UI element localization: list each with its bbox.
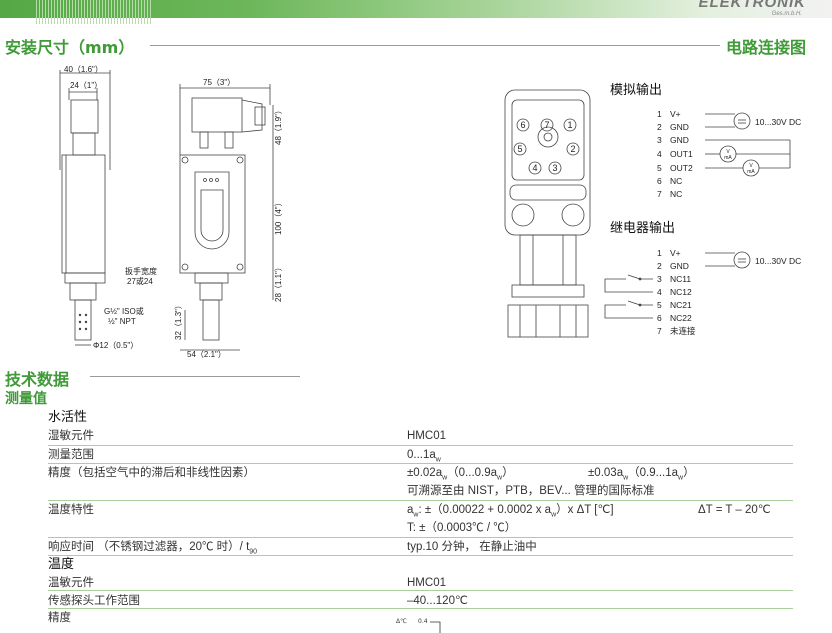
pin-7: 7	[544, 120, 549, 130]
dim-75: 75（3"）	[203, 78, 235, 87]
thread-label-1: G½" ISO或	[104, 306, 144, 316]
pin-2: 2	[570, 144, 575, 154]
meter-1-v: V	[726, 149, 730, 155]
title-rule	[150, 45, 720, 46]
svg-text:OUT2: OUT2	[670, 163, 693, 173]
svg-text:NC12: NC12	[670, 287, 692, 297]
chart-y-tick: 0.4	[418, 618, 428, 625]
dim-28: 28（1.1"）	[274, 263, 283, 302]
dim-40: 40（1.6"）	[64, 65, 103, 74]
svg-text:V+: V+	[670, 248, 681, 258]
svg-text:NC21: NC21	[670, 300, 692, 310]
svg-text:4: 4	[657, 287, 662, 297]
svg-text:5: 5	[657, 163, 662, 173]
brand-logo: ELEKTRONIK	[698, 0, 806, 11]
chart-axis	[430, 621, 441, 633]
svg-text:1: 1	[657, 109, 662, 119]
svg-text:GND: GND	[670, 122, 689, 132]
tech-rule	[90, 376, 300, 377]
brand-logo-sub: Ges.m.b.H.	[771, 11, 802, 17]
svg-text:1: 1	[657, 248, 662, 258]
measured-title: 测量值	[5, 391, 47, 407]
dim-phi12: Φ12（0.5"）	[93, 341, 138, 350]
svg-text:5: 5	[657, 300, 662, 310]
svg-text:7: 7	[657, 326, 662, 336]
relay-output-title: 继电器输出	[610, 220, 675, 235]
tech-title: 技术数据	[5, 366, 74, 390]
svg-text:6: 6	[657, 176, 662, 186]
thread-label-2: ½" NPT	[108, 317, 136, 326]
svg-text:6: 6	[657, 313, 662, 323]
svg-text:3: 3	[657, 135, 662, 145]
header-stripes	[36, 0, 151, 24]
row-divider	[48, 500, 793, 501]
dimensions-title: 安装尺寸（mm）	[5, 34, 139, 58]
connector-drawing: 6 7 1 5 2 4 3	[504, 89, 591, 338]
svg-text:3: 3	[657, 274, 662, 284]
svg-text:V+: V+	[670, 109, 681, 119]
pin-1: 1	[567, 120, 572, 130]
svg-text:GND: GND	[670, 261, 689, 271]
dimension-drawing: 40（1.6"） 24（1"） Φ12（0.5"） 扳手宽度 27或24 G½"…	[59, 65, 283, 359]
dim-54: 54（2.1"）	[187, 350, 226, 359]
analog-output-title: 模拟输出	[610, 82, 662, 97]
svg-text:OUT1: OUT1	[670, 149, 693, 159]
svg-text:NC: NC	[670, 189, 682, 199]
pin-3: 3	[552, 163, 557, 173]
dim-100: 100（4"）	[274, 198, 283, 235]
svg-text:GND: GND	[670, 135, 689, 145]
svg-text:2: 2	[657, 122, 662, 132]
svg-text:NC22: NC22	[670, 313, 692, 323]
row-divider	[48, 555, 793, 556]
pin-6: 6	[520, 120, 525, 130]
row-divider	[48, 608, 793, 609]
relay-pin-list: 1 V+ 2 GND 3 NC11 4 NC12 5 NC21 6 NC22 7 未连接	[657, 248, 696, 336]
header-bar	[0, 0, 832, 18]
svg-text:未连接: 未连接	[670, 326, 696, 336]
row-divider	[48, 590, 793, 591]
wrench-label-1: 扳手宽度	[125, 266, 157, 276]
chart-y-label: Δ℃	[396, 618, 407, 625]
meter-2-v: V	[749, 163, 753, 169]
wiring-title: 电路连接图	[722, 34, 811, 58]
analog-supply-label: 10...30V DC	[755, 117, 801, 127]
row-divider	[48, 463, 793, 464]
svg-text:4: 4	[657, 149, 662, 159]
svg-text:NC: NC	[670, 176, 682, 186]
pin-4: 4	[532, 163, 537, 173]
dim-24: 24（1"）	[70, 81, 102, 90]
svg-text:2: 2	[657, 261, 662, 271]
svg-text:7: 7	[657, 189, 662, 199]
svg-text:NC11: NC11	[670, 274, 691, 284]
meter-2-ma: mA	[747, 169, 755, 175]
relay-supply-label: 10...30V DC	[755, 256, 801, 266]
row-divider	[48, 537, 793, 538]
dim-48: 48（1.9"）	[274, 106, 283, 145]
pin-5: 5	[517, 144, 522, 154]
meter-1-ma: mA	[724, 155, 732, 161]
row-divider	[48, 445, 793, 446]
wrench-label-2: 27或24	[127, 276, 153, 286]
dim-32: 32（1.3"）	[174, 301, 183, 340]
